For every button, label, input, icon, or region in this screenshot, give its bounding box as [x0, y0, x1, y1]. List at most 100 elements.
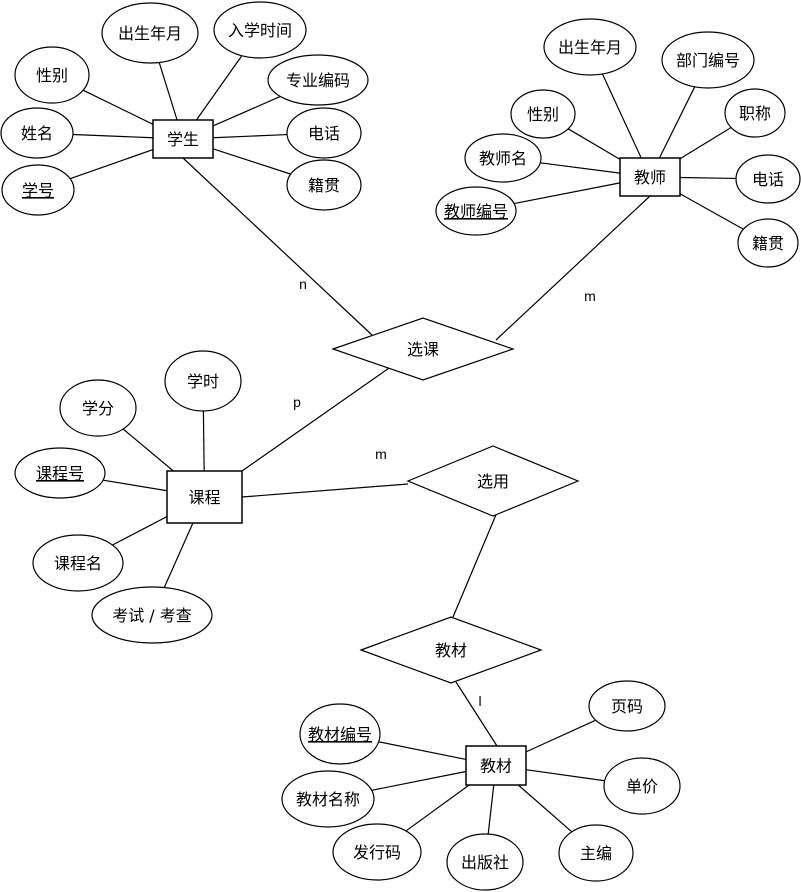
- entity-box: [152, 119, 214, 159]
- attribute-label: 教材编号: [308, 725, 372, 744]
- attribute-t-name: 教师名: [464, 133, 542, 183]
- attribute-c-hours: 学时: [164, 350, 242, 412]
- attribute-connector: [158, 62, 178, 121]
- attribute-connector: [112, 516, 168, 546]
- attribute-connector: [517, 784, 573, 833]
- attribute-ellipse: [286, 159, 362, 211]
- relationship-connector: [452, 509, 499, 618]
- relationship-textbook-rel: 教材: [359, 616, 543, 684]
- attribute-b-editor: 主编: [558, 824, 634, 882]
- attribute-b-id: 教材编号: [299, 703, 381, 765]
- entity-textbook: 教材: [465, 745, 527, 786]
- attribute-connector: [82, 89, 154, 125]
- attribute-connector: [679, 176, 737, 180]
- attribute-connector: [212, 148, 291, 175]
- attribute-label: 籍贯: [752, 234, 784, 253]
- attribute-connector: [371, 770, 467, 791]
- attribute-c-credit: 学分: [59, 379, 137, 437]
- relationship-label: 选课: [407, 340, 439, 359]
- attribute-connector: [103, 479, 168, 492]
- attribute-c-name: 课程名: [32, 534, 124, 592]
- attribute-label: 职称: [739, 104, 771, 123]
- relationship-connector: [241, 365, 393, 472]
- attribute-ellipse: [464, 133, 542, 183]
- attribute-label: 学时: [187, 372, 219, 391]
- attribute-b-name: 教材名称: [281, 770, 375, 828]
- attribute-ellipse: [91, 586, 213, 644]
- attribute-s-name: 姓名: [0, 107, 74, 159]
- attribute-s-major: 专业编码: [267, 54, 369, 106]
- attribute-label: 性别: [527, 105, 559, 124]
- attribute-label: 发行码: [353, 843, 401, 862]
- attribute-ellipse: [603, 757, 681, 815]
- attribute-s-id: 学号: [1, 164, 75, 216]
- entity-teacher: 教师: [619, 157, 681, 197]
- attribute-t-birth: 出生年月: [543, 18, 637, 76]
- entity-label: 教材: [480, 757, 512, 776]
- entity-label: 学生: [167, 130, 199, 149]
- attribute-connector: [540, 162, 621, 174]
- attribute-connector: [405, 784, 470, 832]
- attribute-label: 课程名: [54, 554, 102, 573]
- attribute-label: 教材名称: [296, 790, 360, 809]
- entity-label: 课程: [188, 488, 220, 507]
- attribute-t-id: 教师编号: [435, 186, 517, 236]
- attribute-connector: [525, 719, 596, 753]
- attribute-connector: [69, 148, 154, 180]
- attribute-label: 出生年月: [558, 38, 622, 57]
- attribute-ellipse: [213, 1, 307, 59]
- attribute-ellipse: [435, 186, 517, 236]
- attribute-label: 教师名: [479, 149, 527, 168]
- attribute-t-phone: 电话: [735, 154, 801, 204]
- relationship-label: 选用: [477, 472, 509, 491]
- relationship-diamond: [406, 445, 580, 517]
- attribute-label: 性别: [36, 66, 68, 85]
- attribute-connector: [72, 133, 154, 139]
- cardinality-label: l: [478, 693, 481, 709]
- attribute-connector: [487, 784, 495, 835]
- attribute-s-birth: 出生年月: [101, 2, 199, 64]
- attribute-label: 电话: [752, 170, 784, 189]
- attribute-ellipse: [281, 770, 375, 828]
- attribute-label: 籍贯: [308, 176, 340, 195]
- relationship-connector: [495, 195, 651, 341]
- entity-box: [619, 157, 681, 197]
- attribute-connector: [122, 428, 174, 472]
- attribute-ellipse: [510, 89, 576, 139]
- attribute-label: 姓名: [21, 124, 53, 143]
- attribute-ellipse: [543, 18, 637, 76]
- attribute-connector: [525, 769, 605, 782]
- attribute-ellipse: [332, 823, 422, 881]
- attribute-t-dept: 部门编号: [661, 31, 755, 89]
- attribute-s-gender: 性别: [14, 46, 90, 104]
- attribute-connector: [212, 133, 288, 139]
- attribute-label: 学号: [22, 181, 54, 200]
- attribute-b-pages: 页码: [588, 680, 666, 732]
- entity-student: 学生: [152, 119, 214, 159]
- attribute-b-price: 单价: [603, 757, 681, 815]
- attribute-ellipse: [267, 54, 369, 106]
- cardinality-label: n: [299, 276, 307, 292]
- attribute-label: 考试 / 考查: [112, 606, 192, 625]
- attribute-s-enroll: 入学时间: [213, 1, 307, 59]
- attribute-connector: [195, 55, 243, 121]
- cardinality-label: p: [293, 394, 301, 410]
- attribute-label: 入学时间: [228, 21, 292, 40]
- attribute-connector: [601, 73, 642, 159]
- entity-course: 课程: [166, 470, 243, 524]
- attribute-ellipse: [735, 154, 801, 204]
- attribute-ellipse: [59, 379, 137, 437]
- attribute-t-origin: 籍贯: [737, 218, 799, 268]
- attribute-ellipse: [101, 2, 199, 64]
- entity-box: [465, 745, 527, 786]
- attribute-connector: [378, 741, 467, 761]
- attribute-label: 教师编号: [444, 202, 508, 221]
- attribute-ellipse: [14, 447, 106, 499]
- attribute-label: 电话: [308, 124, 340, 143]
- attribute-ellipse: [299, 703, 381, 765]
- attribute-connector: [202, 410, 205, 472]
- entity-label: 教师: [634, 168, 666, 187]
- attribute-ellipse: [0, 107, 74, 159]
- attribute-label: 出生年月: [118, 24, 182, 43]
